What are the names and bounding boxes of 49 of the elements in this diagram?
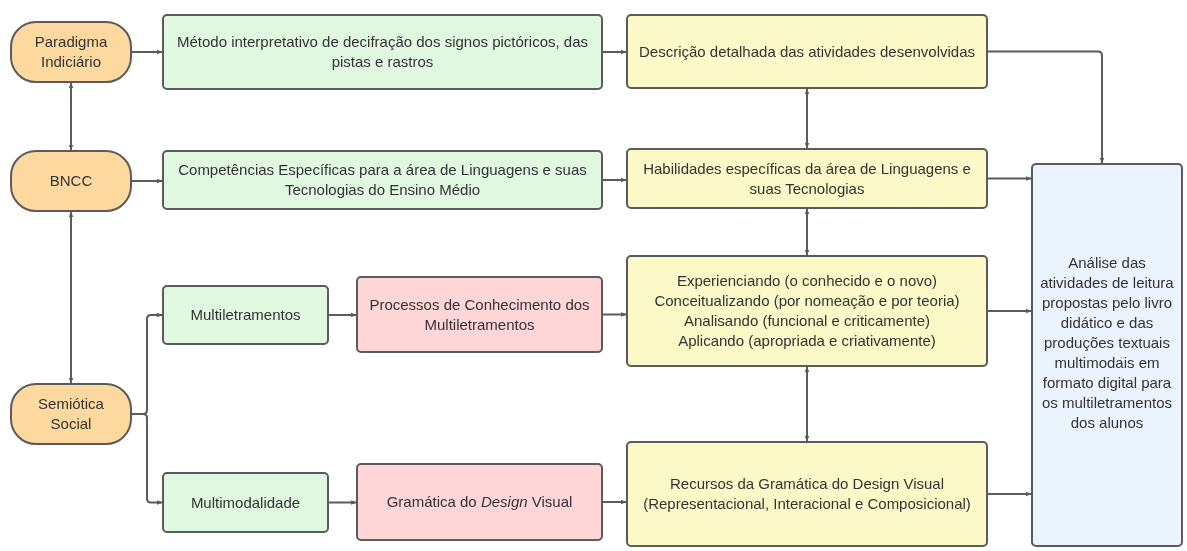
arrow — [987, 176, 1032, 181]
result-box — [1031, 163, 1183, 547]
arrow — [987, 50, 1105, 164]
node-text: Multimodalidade — [190, 492, 301, 513]
arrow — [602, 177, 627, 183]
arrow — [987, 491, 1032, 497]
arrow — [987, 308, 1032, 314]
node-text: Analisando (funcional e criticamente) — [684, 311, 930, 331]
arrow — [131, 178, 163, 184]
process-box — [162, 150, 603, 210]
process-box — [356, 276, 603, 353]
arrow — [602, 49, 627, 55]
arrow — [68, 82, 74, 151]
terminal-pill — [10, 150, 132, 212]
arrow — [602, 312, 627, 317]
arrow — [602, 499, 627, 505]
terminal-pill — [10, 21, 132, 83]
arrow — [328, 500, 357, 505]
process-box — [626, 441, 988, 547]
arrow — [68, 211, 74, 384]
node-text: Gramática do Design Visual — [386, 492, 573, 512]
process-box — [356, 463, 603, 541]
node-text: Multiletramentos — [190, 305, 301, 325]
node-text: Experienciando (o conhecido e o novo) — [676, 271, 938, 291]
process-box — [162, 14, 603, 90]
process-box — [162, 472, 329, 533]
node-text: Semiótica Social — [37, 394, 105, 434]
node-text: Análise das atividades de leitura propostas pelo livro didático e das produções textuais multimodais em formato digital para os multiletramentos dos alunos — [1039, 253, 1175, 433]
node-text: Descrição detalhada das atividades desenvolvidas — [638, 41, 975, 62]
arrow — [804, 88, 810, 149]
node-text: Habilidades específicas da área de Linguagens e suas Tecnologias — [642, 158, 972, 199]
node-text: Aplicando (apropriada e criativamente) — [678, 331, 936, 351]
terminal-pill — [10, 383, 132, 445]
node-text: BNCC — [49, 171, 93, 191]
node-text: Paradigma Indiciário — [33, 32, 109, 72]
node-text: Processos de Conhecimento dos Multiletramentos — [368, 294, 591, 335]
node-text: Competências Específicas para a área de Linguagens e suas Tecnologias do Ensino Médio — [177, 160, 588, 200]
arrow — [131, 413, 163, 505]
node-text: Método interpretativo de decifração dos signos pictóricos, das pistas e rastros — [175, 32, 590, 72]
process-box — [626, 148, 988, 209]
process-box — [626, 14, 988, 89]
arrow — [804, 366, 810, 442]
node-text: Recursos da Gramática do Design Visual (Representacional, Interacional e Composicional) — [642, 474, 972, 514]
arrow — [131, 49, 163, 55]
process-box — [162, 285, 329, 345]
arrow — [328, 312, 357, 318]
node-text: Conceitualizando (por nomeação e por teoria) — [654, 291, 960, 311]
arrow — [804, 208, 810, 256]
process-box — [626, 255, 988, 367]
